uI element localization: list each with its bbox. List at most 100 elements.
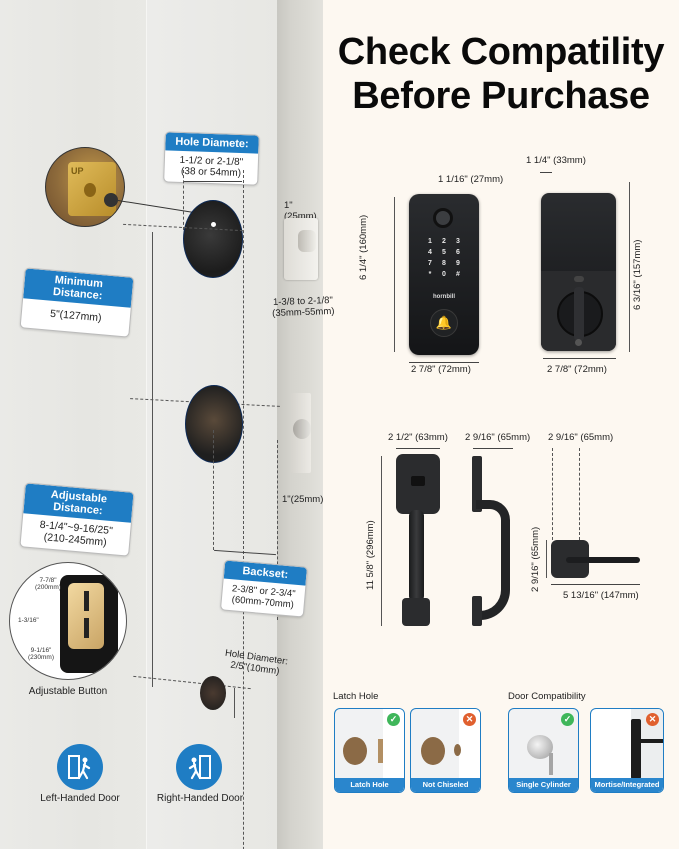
back-height-line bbox=[629, 182, 630, 352]
handle-bottom-escutcheon bbox=[402, 598, 430, 626]
key-7[interactable]: 7 bbox=[428, 260, 432, 267]
door-edge-image bbox=[383, 709, 404, 792]
lever-plate-label: 2 9/16" (65mm) bbox=[530, 526, 541, 592]
title-line-1: Check Compatility bbox=[337, 31, 665, 73]
front-height-line bbox=[394, 197, 395, 352]
mortise-card: ✕ Mortise/Integrated bbox=[590, 708, 664, 793]
key-star[interactable]: * bbox=[428, 271, 432, 278]
chiseled-latch-image bbox=[378, 739, 383, 763]
key-0[interactable]: 0 bbox=[442, 271, 446, 278]
unchiseled-hole-image bbox=[454, 744, 461, 756]
hole-guide-right bbox=[243, 170, 244, 849]
left-handed-door bbox=[57, 744, 103, 790]
not-chiseled-card: ✕ Not Chiseled bbox=[410, 708, 481, 793]
hole-diameter-mm: (38 or 54mm) bbox=[180, 165, 242, 180]
handle-height-label: 11 5/8" (296mm) bbox=[365, 520, 376, 590]
bore-hole-image bbox=[343, 737, 367, 765]
keypad: 1 2 3 4 5 6 7 8 9 * 0 # bbox=[423, 238, 465, 278]
doorbell-button[interactable]: 🔔 bbox=[430, 309, 458, 337]
strike-bolt bbox=[293, 419, 311, 439]
title-line-2: Before Purchase bbox=[352, 75, 650, 117]
brand-logo: hornbill bbox=[433, 294, 455, 300]
adjust-top-value: 7-7/8" bbox=[39, 577, 57, 584]
back-width-line bbox=[543, 358, 616, 359]
back-depth-line bbox=[540, 172, 552, 173]
adjustable-button-label: Adjustable Button bbox=[28, 686, 108, 697]
latch-faceplate-top bbox=[284, 218, 318, 280]
key-1[interactable]: 1 bbox=[428, 238, 432, 245]
key-hash[interactable]: # bbox=[456, 271, 460, 278]
lever-guide-right bbox=[579, 448, 580, 540]
distance-vertical-line bbox=[152, 232, 153, 687]
handle-side-depth-line bbox=[473, 448, 513, 449]
latch-detail-zoom: UP bbox=[45, 147, 125, 227]
front-width-label: 2 7/8" (72mm) bbox=[411, 364, 471, 375]
lever-length-label: 5 13/16" (147mm) bbox=[563, 590, 639, 601]
minimum-distance-tag: Minimum Distance: 5"(127mm) bbox=[19, 267, 135, 338]
latch-hole-ok-label: Latch Hole bbox=[335, 778, 404, 792]
handle-grip[interactable] bbox=[409, 510, 424, 602]
slot-top bbox=[84, 591, 89, 611]
right-door-walker-icon bbox=[176, 744, 222, 790]
latch-hole-middle bbox=[185, 385, 243, 463]
lever-length-line bbox=[551, 584, 640, 585]
adjust-bottom-mm: (230mm) bbox=[28, 654, 55, 661]
adjustable-button-zoom: 7-7/8" (200mm) 1-3/16" 9-1/16" (230mm) bbox=[9, 562, 127, 680]
spec-background bbox=[323, 0, 679, 849]
handle-side-grip bbox=[476, 500, 510, 620]
back-width-label: 2 7/8" (72mm) bbox=[547, 364, 607, 375]
mortise-plate-image bbox=[631, 719, 641, 779]
thumb-turn-icon[interactable] bbox=[574, 287, 584, 341]
strike-width-label: 1"(25mm) bbox=[282, 494, 324, 505]
door-compatibility-section-title: Door Compatibility bbox=[508, 691, 586, 702]
knob-image bbox=[527, 735, 553, 759]
back-screw bbox=[575, 339, 582, 346]
adjust-bottom-value: 9-1/16" bbox=[30, 647, 52, 654]
keypad-lock-back bbox=[541, 193, 616, 351]
left-door-walker-icon bbox=[57, 744, 103, 790]
screw-icon bbox=[104, 193, 118, 207]
lever-depth-label: 2 9/16" (65mm) bbox=[548, 432, 614, 443]
not-chiseled-label: Not Chiseled bbox=[411, 778, 480, 792]
page-title: Check Compatility Before Purchase bbox=[323, 30, 679, 118]
keypad-lock-front: 1 2 3 4 5 6 7 8 9 * 0 # hornbill 🔔 bbox=[409, 194, 479, 355]
right-handed-door-label: Right-Handed Door bbox=[156, 793, 244, 804]
key-4[interactable]: 4 bbox=[428, 249, 432, 256]
latch-hole-section-title: Latch Hole bbox=[333, 691, 379, 702]
key-9[interactable]: 9 bbox=[456, 260, 460, 267]
up-marking: UP bbox=[71, 166, 84, 176]
door-left-panel bbox=[0, 0, 146, 849]
backset-edge-guide bbox=[277, 440, 278, 620]
plate-hole bbox=[84, 183, 96, 197]
single-cylinder-label: Single Cylinder bbox=[509, 778, 578, 792]
backset-guide bbox=[213, 430, 214, 550]
small-hole bbox=[200, 676, 226, 710]
mortise-lever-image bbox=[635, 739, 663, 743]
adjust-mid-value: 1-3/16" bbox=[18, 617, 39, 624]
latch-depth-label: 1-3/8 to 2-1/8" (35mm-55mm) bbox=[272, 295, 335, 319]
key-5[interactable]: 5 bbox=[442, 249, 446, 256]
back-depth-label: 1 1/4" (33mm) bbox=[526, 155, 586, 166]
check-icon: ✓ bbox=[561, 713, 574, 726]
front-width-line bbox=[409, 362, 479, 363]
door-seam bbox=[146, 0, 148, 849]
x-icon: ✕ bbox=[463, 713, 476, 726]
handle-top-escutcheon bbox=[396, 454, 440, 514]
right-handed-door bbox=[176, 744, 222, 790]
single-cylinder-card: ✓ Single Cylinder bbox=[508, 708, 579, 793]
handle-side-bottom bbox=[472, 596, 482, 626]
handle-thumb-latch[interactable] bbox=[411, 476, 425, 486]
back-height-label: 6 3/16" (157mm) bbox=[632, 239, 643, 310]
key-8[interactable]: 8 bbox=[442, 260, 446, 267]
key-3[interactable]: 3 bbox=[456, 238, 460, 245]
strike-plate bbox=[291, 393, 311, 473]
latch-bolt bbox=[298, 230, 316, 252]
latch-width-label: 1"(25mm) bbox=[284, 200, 317, 222]
bore-hole-image bbox=[421, 737, 445, 765]
door-edge-image bbox=[459, 709, 480, 792]
key-2[interactable]: 2 bbox=[442, 238, 446, 245]
handle-front-width-label: 2 1/2" (63mm) bbox=[388, 432, 448, 443]
back-sensor bbox=[574, 276, 584, 282]
lever-arm[interactable] bbox=[566, 557, 640, 563]
key-6[interactable]: 6 bbox=[456, 249, 460, 256]
